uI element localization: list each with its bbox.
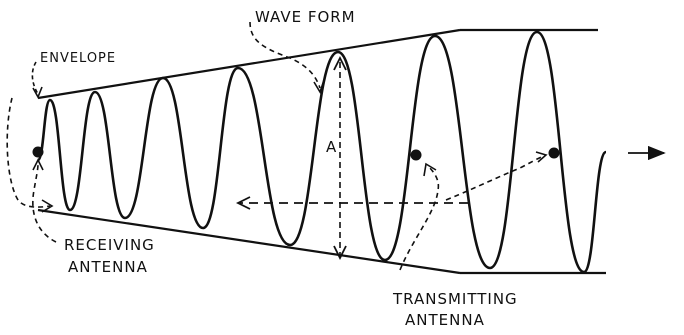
receiving-antenna-label-line2: ANTENNA bbox=[68, 258, 148, 276]
receiving-antenna-dot bbox=[32, 146, 44, 158]
transmitting-leader-2-head bbox=[535, 151, 548, 163]
transmitting-antenna-dot-2 bbox=[548, 147, 560, 159]
envelope-upper-line bbox=[37, 28, 461, 100]
envelope-lower-line bbox=[37, 208, 461, 275]
envelope-label: ENVELOPE bbox=[40, 51, 117, 66]
amplitude-label: A bbox=[326, 138, 338, 156]
envelope-leader bbox=[31, 61, 39, 95]
wave-form-label: WAVE FORM bbox=[255, 8, 356, 26]
amplitude-arrow-head-top bbox=[333, 55, 347, 71]
propagation-dashed-arrow-head bbox=[235, 196, 251, 210]
transmitting-antenna-dot-1 bbox=[410, 149, 422, 161]
receiving-leader-1 bbox=[6, 97, 51, 208]
wave-form-leader bbox=[249, 21, 321, 89]
receiving-antenna-label-line1: RECEIVING bbox=[64, 236, 155, 254]
wave-form-leader-head bbox=[313, 79, 325, 94]
transmitting-leader-1-head bbox=[423, 162, 437, 177]
transmitting-leader-2 bbox=[445, 155, 545, 201]
envelope-leader-head bbox=[32, 86, 43, 99]
transmitting-antenna-label-line2: ANTENNA bbox=[405, 311, 485, 329]
receiving-leader-2-head bbox=[32, 158, 44, 171]
transmitting-antenna-label-line1: TRANSMITTING bbox=[393, 290, 518, 308]
receiving-leader-2 bbox=[32, 163, 57, 243]
receiving-leader-1-head bbox=[41, 199, 54, 213]
amplitude-arrow-head-bottom bbox=[333, 245, 347, 261]
wave-form-curve bbox=[36, 30, 608, 274]
